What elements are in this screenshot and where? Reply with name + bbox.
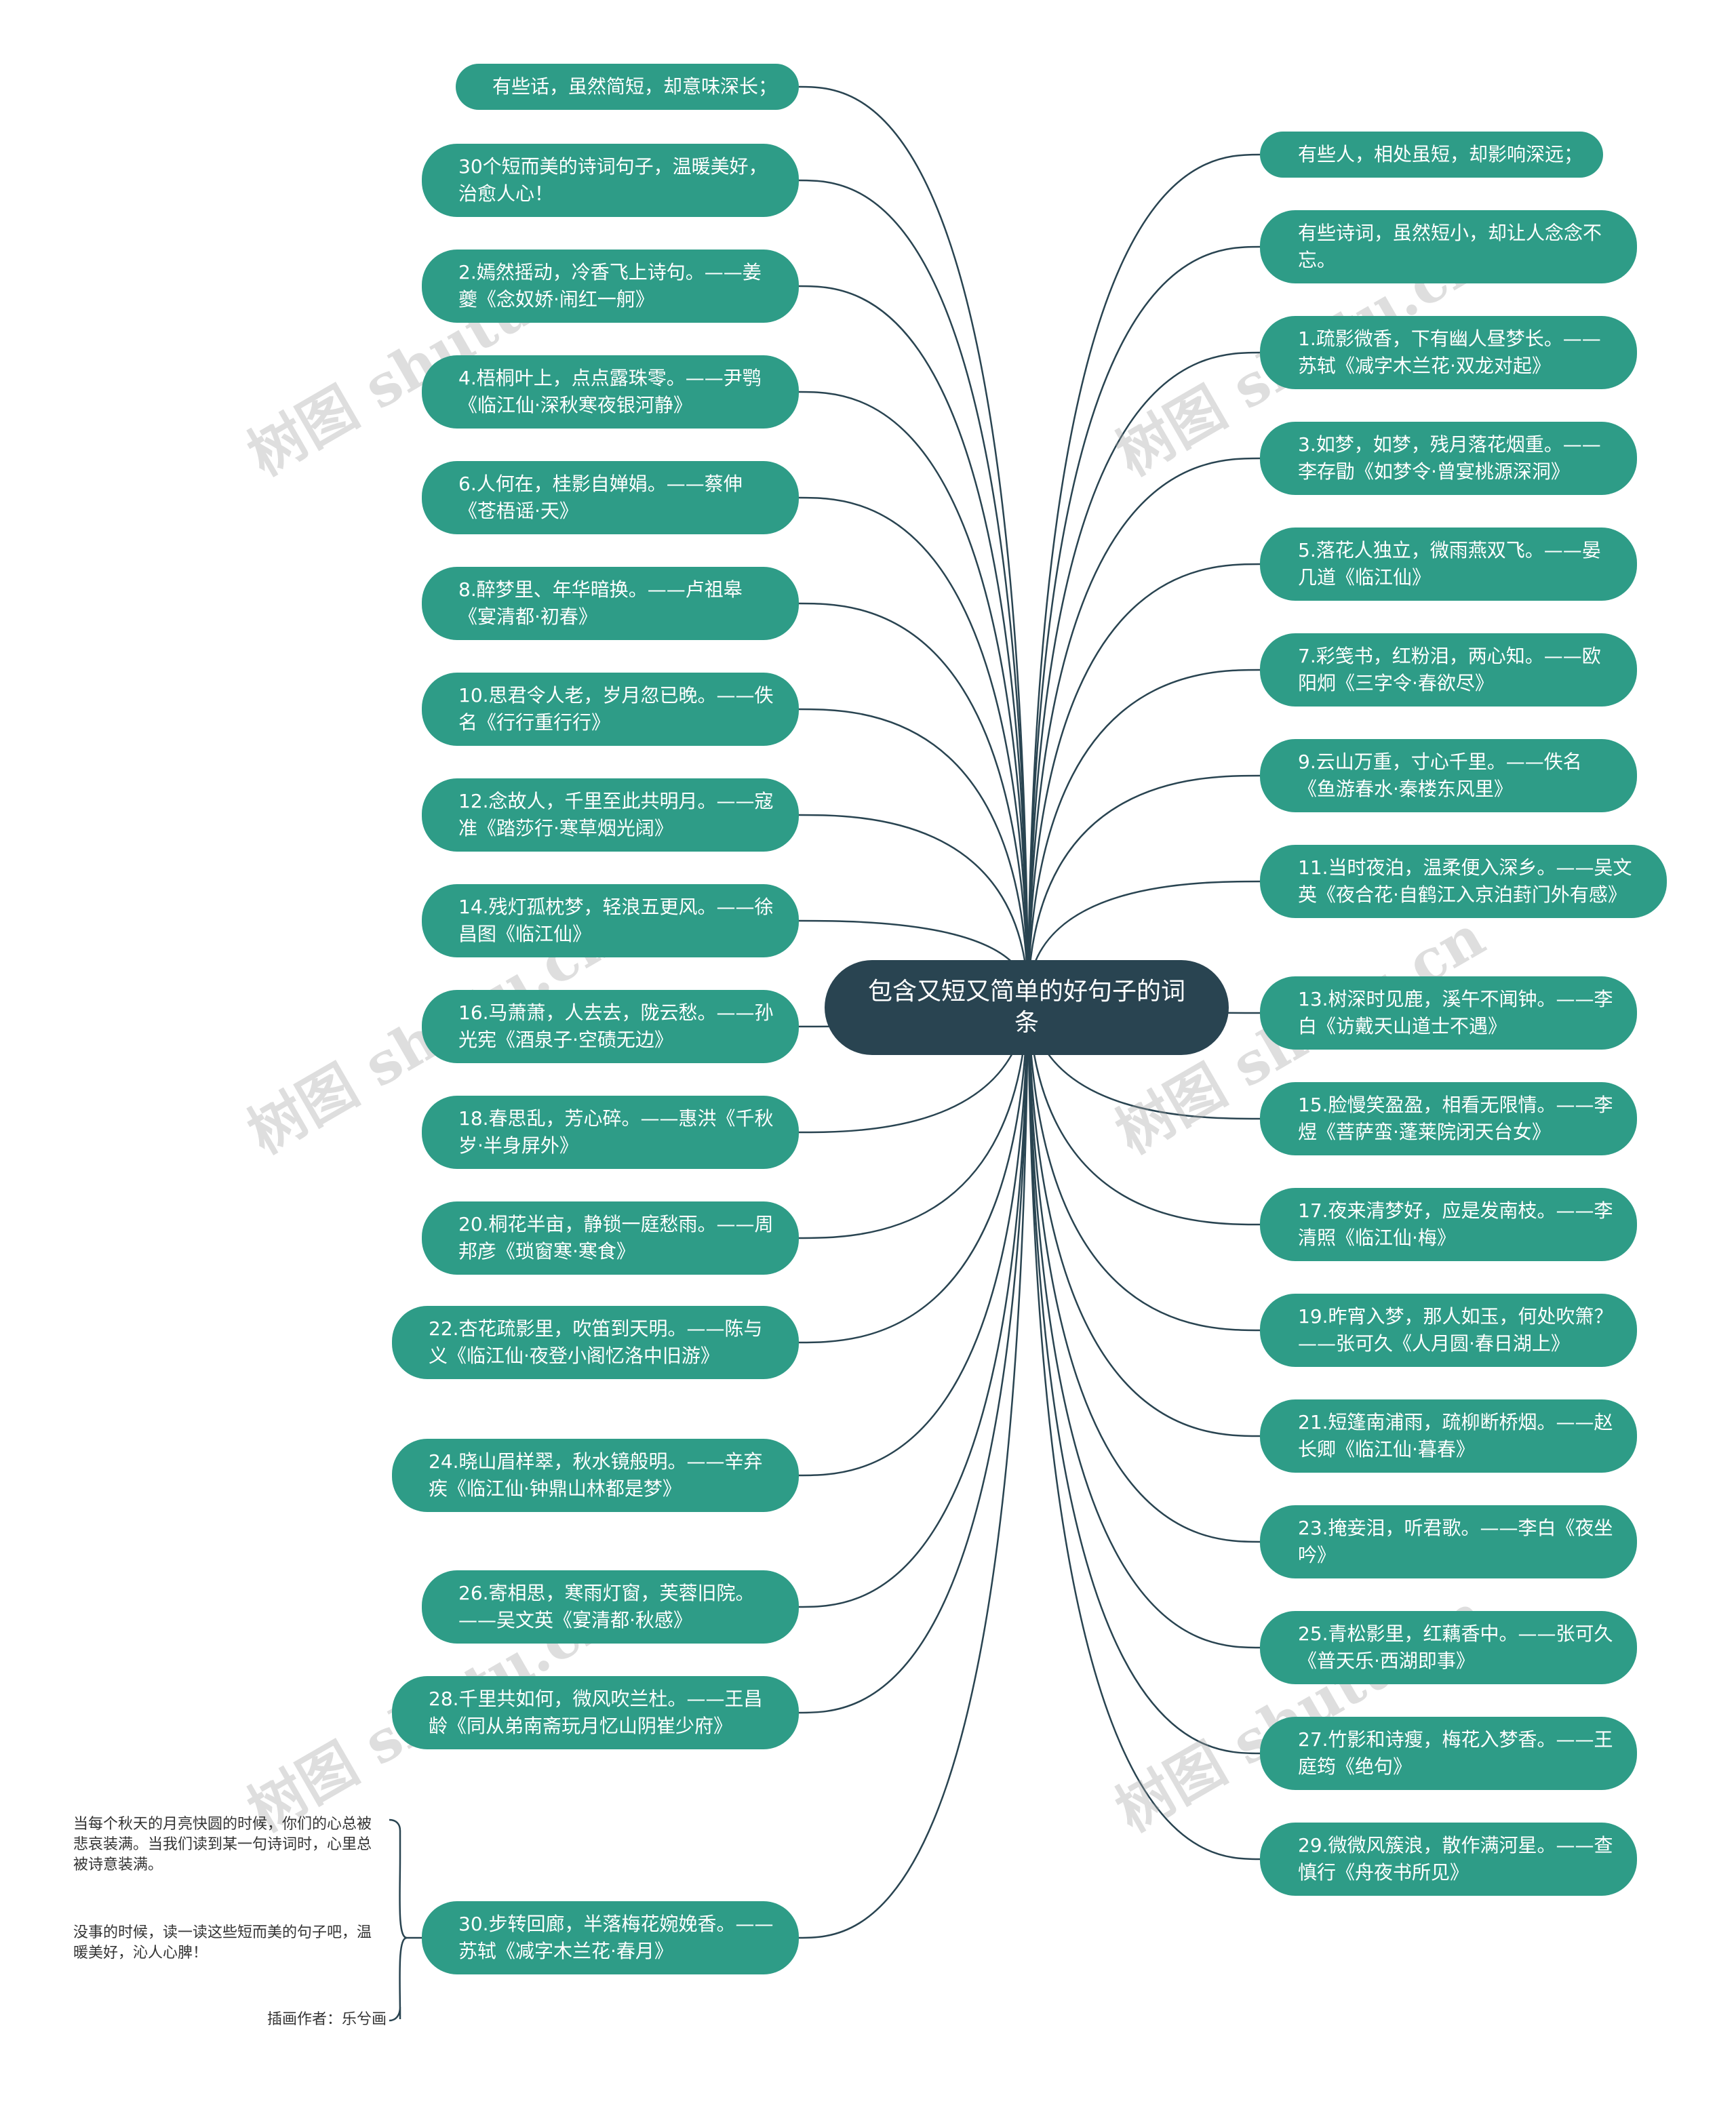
connector-line [1027,880,1261,995]
connector-line [1027,993,1261,1543]
branch-node[interactable]: 30.步转回廊，半落梅花婉娩香。——苏轼《减字木兰花·春月》 [422,1901,799,1974]
branch-node[interactable]: 有些诗词，虽然短小，却让人念念不忘。 [1260,210,1637,283]
branch-node[interactable]: 5.落花人独立，微雨燕双飞。——晏几道《临江仙》 [1260,528,1637,601]
branch-node[interactable]: 3.如梦，如梦，残月落花烟重。——李存勖《如梦令·曾宴桃源深洞》 [1260,422,1637,495]
branch-node[interactable]: 有些话，虽然简短，却意味深长； [456,64,799,110]
branch-node[interactable]: 26.寄相思，寒雨灯窗，芙蓉旧院。——吴文英《宴清都·秋感》 [422,1570,799,1644]
branch-node[interactable]: 6.人何在，桂影自婵娟。——蔡伸《苍梧谣·天》 [422,461,799,534]
connector-line [1027,457,1261,995]
connector-line [798,179,1029,995]
note-text: 当每个秋天的月亮快圆的时候，你们的心总被悲哀装满。当我们读到某一句诗词时，心里总… [73,1816,372,1873]
connector-line [798,496,1029,995]
branch-node[interactable]: 16.马萧萧，人去去，陇云愁。——孙光宪《酒泉子·空碛无边》 [422,990,799,1063]
branch-node[interactable]: 23.掩妾泪，听君歌。——李白《夜坐吟》 [1260,1505,1637,1578]
branch-node[interactable]: 15.脸慢笑盈盈，相看无限情。——李煜《菩萨蛮·蓬莱院闭天台女》 [1260,1082,1637,1155]
branch-node[interactable]: 9.云山万重，寸心千里。——佚名《鱼游春水·秦楼东风里》 [1260,739,1637,812]
note-text: 插画作者：乐兮画 [267,2011,387,2028]
connector-line [1027,993,1261,1226]
note-bracket [389,1936,408,2022]
connector-line [798,391,1029,995]
branch-node[interactable]: 17.夜来清梦好，应是发南枝。——李清照《临江仙·梅》 [1260,1188,1637,1261]
connector-line [1027,153,1261,995]
branch-node[interactable]: 11.当时夜泊，温柔便入深乡。——吴文英《夜合花·自鹤江入京泊葑门外有感》 [1260,845,1667,918]
connector-line [1027,669,1261,995]
branch-node[interactable]: 14.残灯孤枕梦，轻浪五更风。——徐昌图《临江仙》 [422,884,799,957]
connector-line [798,993,1029,1608]
branch-node[interactable]: 有些人，相处虽短，却影响深远； [1260,132,1603,178]
connector-line [798,993,1029,1939]
branch-node[interactable]: 22.杏花疏影里，吹笛到天明。——陈与义《临江仙·夜登小阁忆洛中旧游》 [392,1306,799,1379]
connector-line [798,814,1029,995]
branch-node[interactable]: 13.树深时见鹿，溪午不闻钟。——李白《访戴天山道士不遇》 [1260,976,1637,1050]
branch-node[interactable]: 25.青松影里，红藕香中。——张可久《普天乐·西湖即事》 [1260,1611,1637,1684]
branch-node[interactable]: 19.昨宵入梦，那人如玉，何处吹箫？——张可久《人月圆·春日湖上》 [1260,1294,1637,1367]
note-text: 没事的时候，读一读这些短而美的句子吧，温暖美好，沁人心脾！ [73,1924,372,1962]
connector-line [798,602,1029,995]
connector-line [1027,774,1261,995]
branch-node[interactable]: 24.晓山眉样翠，秋水镜般明。——辛弃疾《临江仙·钟鼎山林都是梦》 [392,1439,799,1512]
connector-line [798,708,1029,995]
branch-node[interactable]: 4.梧桐叶上，点点露珠零。——尹鹗《临江仙·深秋寒夜银河静》 [422,355,799,429]
connector-line [798,285,1029,995]
branch-node[interactable]: 20.桐花半亩，静锁一庭愁雨。——周邦彦《琐窗寒·寒食》 [422,1201,799,1275]
connector-line [1027,993,1261,1649]
connector-line [1027,993,1261,1755]
branch-node[interactable]: 8.醉梦里、年华暗换。——卢祖皋《宴清都·初春》 [422,567,799,640]
branch-node[interactable]: 27.竹影和诗瘦，梅花入梦香。——王庭筠《绝句》 [1260,1717,1637,1790]
central-topic[interactable]: 包含又短又简单的好句子的词条 [825,960,1229,1055]
branch-node[interactable]: 7.彩笺书，红粉泪，两心知。——欧阳炯《三字令·春欲尽》 [1260,633,1637,707]
branch-node[interactable]: 30个短而美的诗词句子，温暖美好，治愈人心！ [422,144,799,217]
branch-node[interactable]: 1.疏影微香，下有幽人昼梦长。——苏轼《减字木兰花·双龙对起》 [1260,316,1637,389]
branch-node[interactable]: 21.短篷南浦雨，疏柳断桥烟。——赵长卿《临江仙·暮春》 [1260,1399,1637,1473]
connector-line [1027,563,1261,995]
branch-node[interactable]: 18.春思乱，芳心碎。——惠洪《千秋岁·半身屏外》 [422,1096,799,1169]
connector-line [798,993,1029,1714]
connector-line [1027,245,1261,995]
branch-node[interactable]: 10.思君令人老，岁月忽已晚。——佚名《行行重行行》 [422,673,799,746]
note-bracket [389,1818,408,1939]
connector-line [1027,993,1261,1437]
connector-line [798,993,1029,1477]
branch-node[interactable]: 28.千里共如何，微风吹兰杜。——王昌龄《同从弟南斋玩月忆山阴崔少府》 [392,1676,799,1749]
branch-node[interactable]: 12.念故人，千里至此共明月。——寇准《踏莎行·寒草烟光阔》 [422,778,799,852]
branch-node[interactable]: 2.嫣然摇动，冷香飞上诗句。——姜夔《念奴娇·闹红一舸》 [422,250,799,323]
connector-line [1027,993,1261,1861]
branch-node[interactable]: 29.微微风簇浪，散作满河星。——查慎行《舟夜书所见》 [1260,1823,1637,1896]
connector-line [798,85,1029,995]
connector-line [1027,351,1261,995]
connector-line [1027,993,1261,1332]
connector-line [798,993,1029,1344]
connector-line [798,993,1029,1239]
